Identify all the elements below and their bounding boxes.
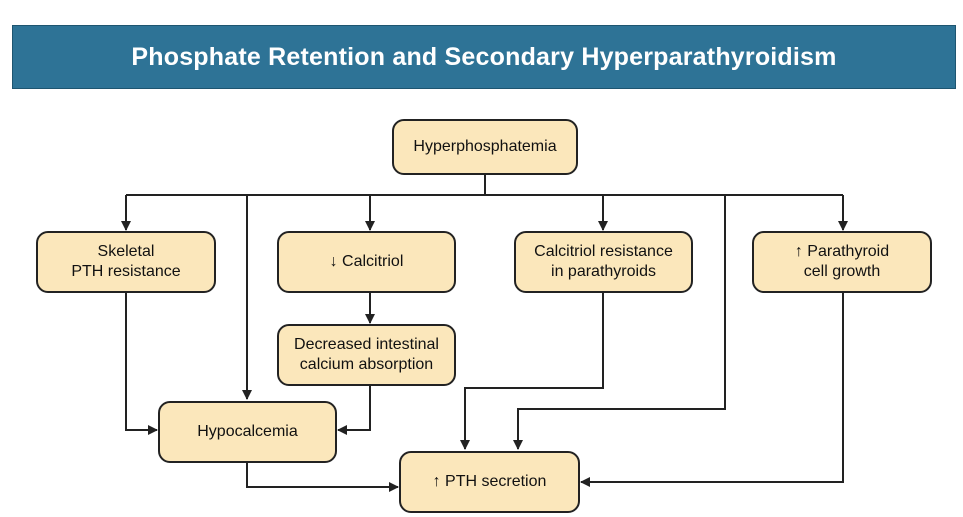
arrow-absorption-to-hypocalcemia [337,386,371,435]
diagram-title: Phosphate Retention and Secondary Hyperp… [131,42,837,71]
node-label: Calcitriol resistance in parathyroids [534,243,673,280]
node-label: Hypocalcemia [197,423,298,440]
node-decreased-calcium-absorption: Decreased intestinal calcium absorption [277,324,456,386]
node-pth-secretion: ↑ PTH secretion [399,451,580,513]
node-calcitriol: ↓ Calcitriol [277,231,456,293]
node-hyperphosphatemia: Hyperphosphatemia [392,119,578,175]
arrow-growth-to-pth [580,292,844,487]
node-label: ↑ PTH secretion [432,473,547,490]
arrow-direct-to-pth [513,195,726,450]
node-label: Skeletal PTH resistance [71,243,181,280]
node-calcitriol-resistance: Calcitriol resistance in parathyroids [514,231,693,293]
arrow-hypocalcemia-to-pth [246,462,399,492]
node-skeletal-pth-resistance: Skeletal PTH resistance [36,231,216,293]
node-parathyroid-cell-growth: ↑ Parathyroid cell growth [752,231,932,293]
node-label: ↓ Calcitriol [329,253,404,270]
arrow-resistance-to-pth [460,292,604,450]
node-label: ↑ Parathyroid cell growth [794,243,890,280]
node-label: Hyperphosphatemia [413,138,557,155]
title-banner: Phosphate Retention and Secondary Hyperp… [12,25,956,89]
node-hypocalcemia: Hypocalcemia [158,401,337,463]
node-label: Decreased intestinal calcium absorption [294,336,439,373]
arrow-skeletal-to-hypocalcemia [125,292,158,435]
